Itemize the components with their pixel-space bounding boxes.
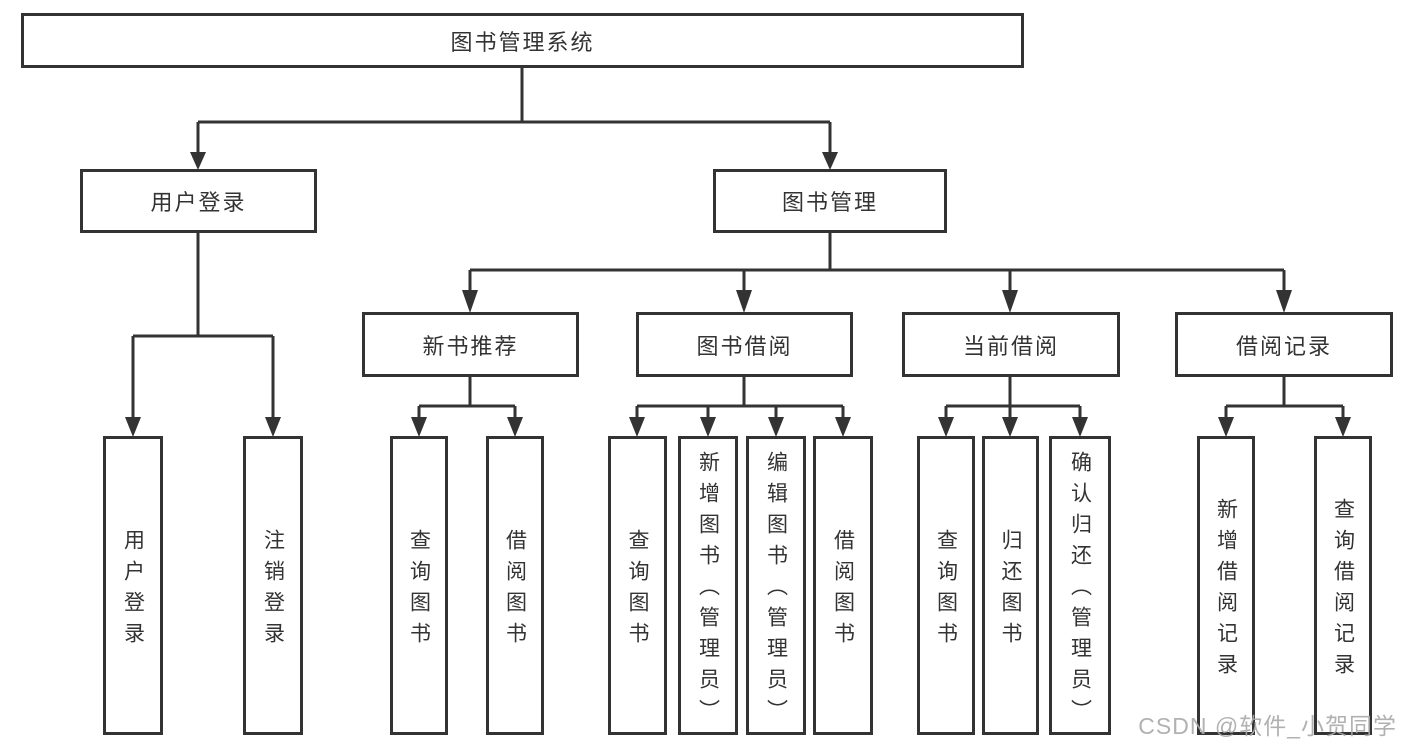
leaf-label: 借阅图书 [831,528,855,653]
leaf-label: 借阅图书 [503,528,527,653]
node-user-login: 用户登录 [80,169,317,233]
leaf-label: 查询图书 [934,528,958,653]
leaf-query-books-current: 查询图书 [917,436,975,735]
leaf-query-books-borrowing: 查询图书 [608,436,667,735]
node-book-management: 图书管理 [713,169,947,233]
leaf-query-books-recommend: 查询图书 [390,436,448,735]
leaf-confirm-return-admin: 确认归还（管理员） [1049,436,1111,735]
leaf-label: 查询图书 [407,528,431,653]
leaf-label: 新增图书（管理员） [696,451,720,730]
leaf-label: 确认归还（管理员） [1068,451,1092,730]
leaf-borrow-books: 借阅图书 [813,436,873,735]
leaf-edit-books-admin: 编辑图书（管理员） [746,436,806,735]
leaf-label: 归还图书 [999,528,1022,653]
leaf-add-borrow-record: 新增借阅记录 [1197,436,1255,735]
node-label: 图书借阅 [696,333,793,359]
leaf-user-login: 用户登录 [103,436,163,735]
leaf-return-books: 归还图书 [982,436,1039,735]
node-label: 图书管理 [781,190,878,215]
leaf-label: 用户登录 [121,528,145,653]
node-book-borrowing: 图书借阅 [636,312,853,377]
leaf-borrow-books-recommend: 借阅图书 [486,436,544,735]
node-label: 当前借阅 [962,333,1059,359]
node-label: 借阅记录 [1235,333,1332,359]
node-borrowing-records: 借阅记录 [1175,312,1393,377]
node-label: 图书管理系统 [450,29,595,55]
leaf-label: 注销登录 [261,528,285,653]
node-current-borrowing: 当前借阅 [902,312,1120,377]
node-library-management-system: 图书管理系统 [21,13,1024,68]
node-label: 新书推荐 [422,333,519,359]
leaf-label: 编辑图书（管理员） [764,451,788,730]
leaf-label: 新增借阅记录 [1214,497,1238,684]
leaf-label: 查询图书 [626,528,649,653]
leaf-query-borrow-record: 查询借阅记录 [1314,436,1372,735]
leaf-add-books-admin: 新增图书（管理员） [678,436,738,735]
node-new-book-recommendation: 新书推荐 [362,312,579,377]
node-label: 用户登录 [150,190,247,215]
csdn-watermark: CSDN @软件_小贺同学 [1138,713,1397,739]
leaf-logout: 注销登录 [243,436,303,735]
arrowheads [125,152,1351,437]
leaf-label: 查询借阅记录 [1331,497,1355,684]
